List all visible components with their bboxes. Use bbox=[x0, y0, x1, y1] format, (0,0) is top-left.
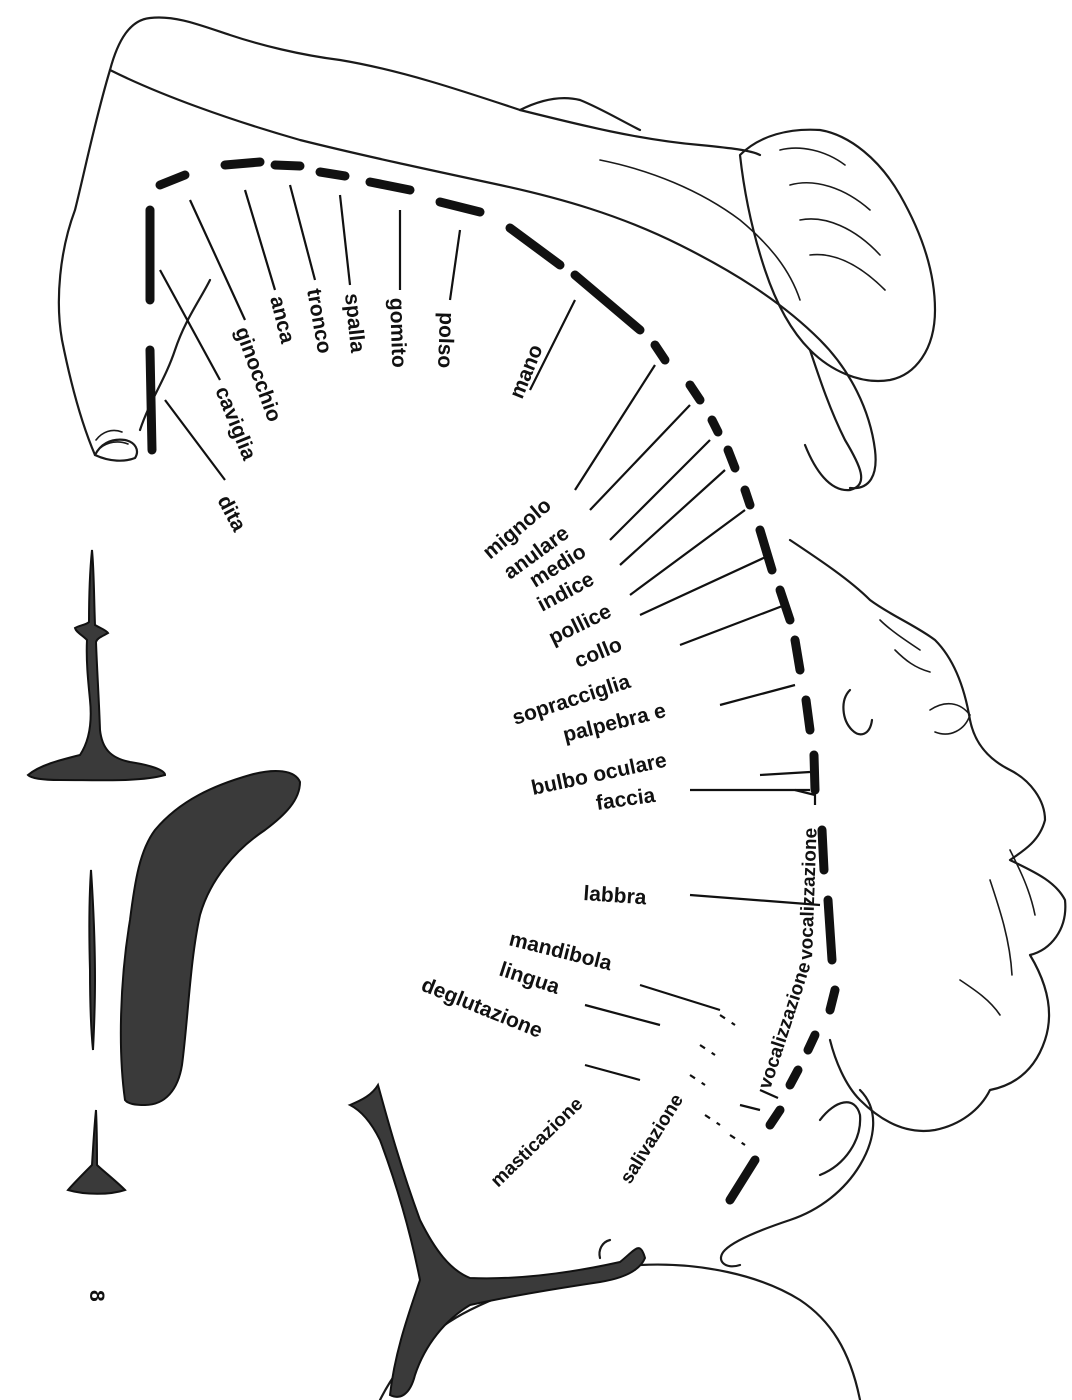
label-vocalizzazione-upper: vocalizzazione bbox=[796, 828, 822, 961]
label-faccia: faccia bbox=[594, 784, 656, 815]
label-vocalizzazione-lower: vocalizzazione bbox=[755, 960, 816, 1092]
label-tronco: tronco bbox=[302, 287, 336, 355]
labels-hand-face: mignolo anulare medio indice pollice col… bbox=[478, 494, 668, 815]
labels-upper-body: dita caviglia ginocchio anca tronco spal… bbox=[210, 287, 547, 536]
label-polso: polso bbox=[433, 312, 458, 369]
label-masticazione: masticazione bbox=[487, 1094, 587, 1192]
motor-strip-dashes bbox=[150, 162, 835, 1200]
labels-mouth: labbra mandibola lingua deglutazione mas… bbox=[418, 828, 821, 1192]
label-collo: collo bbox=[571, 633, 625, 673]
body-outline bbox=[59, 17, 935, 490]
label-lingua: lingua bbox=[496, 958, 562, 999]
label-spalla: spalla bbox=[340, 292, 369, 354]
figure-marker: 8 bbox=[85, 1290, 108, 1302]
label-dita: dita bbox=[213, 492, 251, 536]
label-salivazione: salivazione bbox=[616, 1091, 688, 1188]
section-shapes bbox=[28, 550, 300, 1194]
face-outline bbox=[721, 540, 1065, 1266]
label-labbra: labbra bbox=[583, 882, 648, 909]
label-caviglia: caviglia bbox=[210, 383, 260, 463]
label-anca: anca bbox=[265, 294, 299, 346]
cortex-outline bbox=[350, 1085, 860, 1400]
label-gomito: gomito bbox=[385, 297, 410, 368]
label-mano: mano bbox=[505, 341, 547, 402]
